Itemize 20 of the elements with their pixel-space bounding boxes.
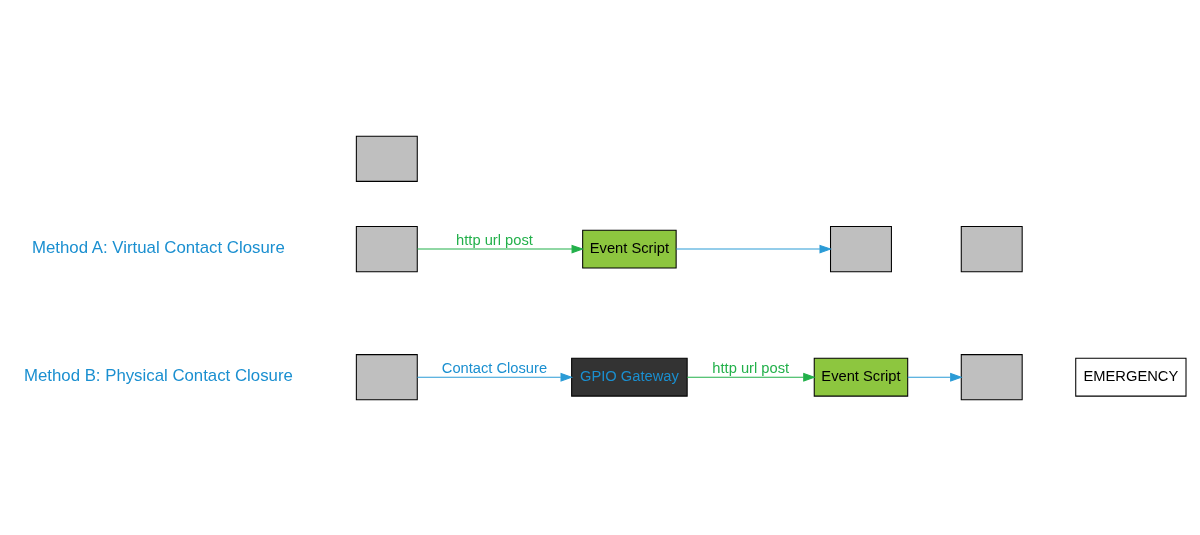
node-box xyxy=(355,353,418,400)
node-box: Event Script xyxy=(582,229,677,269)
node-box xyxy=(830,225,892,272)
edge-label: http url post xyxy=(712,359,790,376)
node-box xyxy=(960,225,1023,272)
node-box: EMERGENCY xyxy=(1075,357,1187,397)
node-box: GPIO Gateway xyxy=(571,357,688,397)
node-box xyxy=(960,353,1023,400)
label: Method B: Physical Contact Closure xyxy=(23,365,293,385)
node-box: Event Script xyxy=(813,357,909,397)
arrow xyxy=(686,372,816,382)
node-box xyxy=(355,225,418,272)
arrow xyxy=(907,372,963,382)
edge-label: http url post xyxy=(456,231,533,248)
arrow xyxy=(416,372,574,382)
arrow xyxy=(416,244,585,253)
arrow xyxy=(675,244,833,253)
edge-label: Contact Closure xyxy=(441,359,548,376)
label: Method A: Virtual Contact Closure xyxy=(32,237,285,257)
node-box xyxy=(355,135,418,182)
